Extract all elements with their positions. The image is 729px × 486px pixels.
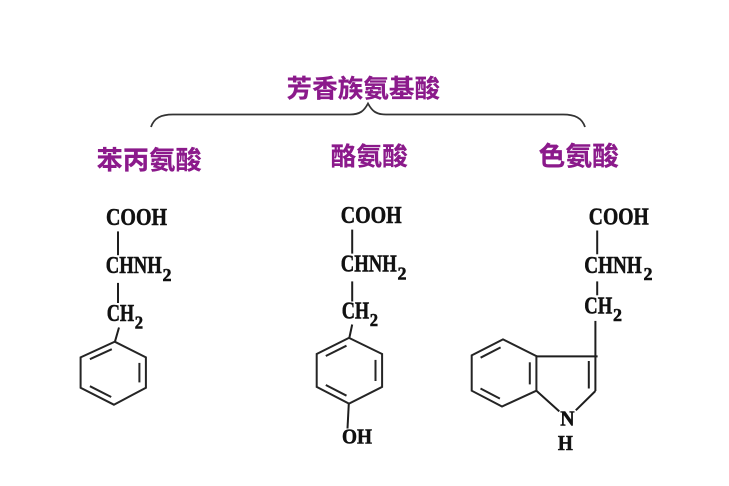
svg-text:CHNH: CHNH <box>341 251 397 278</box>
svg-text:H: H <box>558 431 573 455</box>
svg-text:2: 2 <box>370 310 378 330</box>
svg-text:2: 2 <box>398 264 407 284</box>
svg-text:2: 2 <box>613 305 622 325</box>
svg-text:CHNH: CHNH <box>584 252 642 279</box>
svg-text:OH: OH <box>342 425 372 449</box>
svg-text:COOH: COOH <box>106 204 167 231</box>
svg-text:COOH: COOH <box>341 202 402 229</box>
svg-text:CH: CH <box>342 297 370 324</box>
svg-text:CH: CH <box>107 300 135 327</box>
svg-text:N: N <box>560 407 574 431</box>
svg-text:2: 2 <box>135 313 143 333</box>
svg-text:2: 2 <box>644 264 653 284</box>
svg-text:COOH: COOH <box>589 203 649 230</box>
svg-text:2: 2 <box>163 265 172 285</box>
svg-text:CHNH: CHNH <box>106 252 162 279</box>
svg-text:CH: CH <box>584 293 612 320</box>
